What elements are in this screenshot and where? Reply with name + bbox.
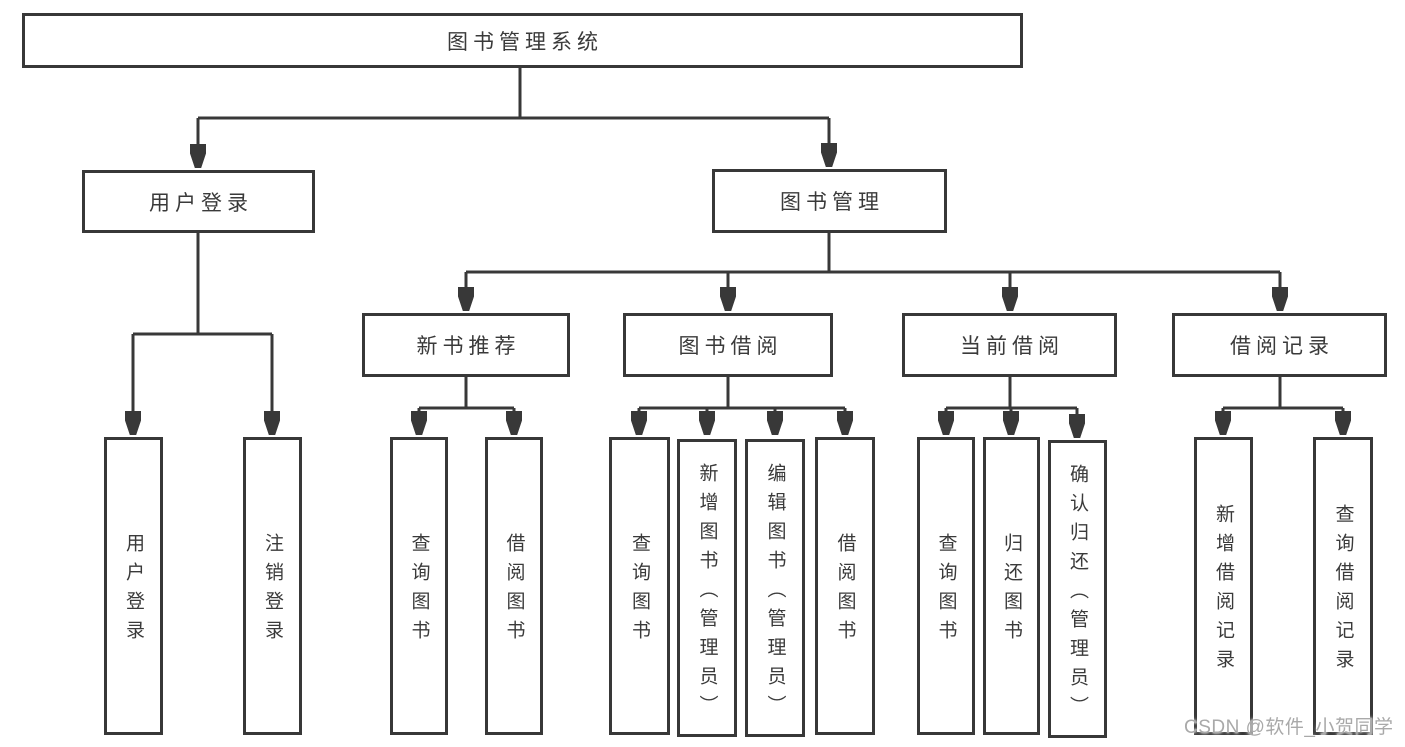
leaf-edit-book-admin-label: 编辑图书（管理员） bbox=[764, 462, 786, 724]
leaf-query-books-borrow-label: 查询图书 bbox=[629, 533, 650, 649]
node-borrow-record-label: 借阅记录 bbox=[1230, 335, 1334, 358]
leaf-edit-book-admin: 编辑图书（管理员） bbox=[745, 439, 805, 737]
leaf-query-books-recommend-label: 查询图书 bbox=[408, 533, 430, 649]
leaf-query-books-recommend: 查询图书 bbox=[390, 437, 448, 735]
leaf-borrow-books-label: 借阅图书 bbox=[834, 533, 856, 649]
node-root: 图书管理系统 bbox=[22, 13, 1023, 68]
leaf-query-borrow-record: 查询借阅记录 bbox=[1313, 437, 1373, 735]
csdn-watermark: CSDN @软件_小贺同学 bbox=[1184, 717, 1394, 738]
node-user-login: 用户登录 bbox=[82, 170, 315, 233]
leaf-borrow-books-recommend: 借阅图书 bbox=[485, 437, 543, 735]
node-book-borrow-label: 图书借阅 bbox=[678, 335, 783, 358]
connector-bus bbox=[133, 68, 1343, 410]
leaf-query-books-current-label: 查询图书 bbox=[935, 533, 957, 649]
leaf-return-book: 归还图书 bbox=[983, 437, 1040, 735]
leaf-add-book-admin-label: 新增图书（管理员） bbox=[696, 462, 718, 724]
leaf-user-login: 用户登录 bbox=[104, 437, 163, 735]
leaf-confirm-return-admin: 确认归还（管理员） bbox=[1048, 440, 1107, 738]
node-current-borrow-label: 当前借阅 bbox=[960, 335, 1064, 358]
node-borrow-record: 借阅记录 bbox=[1172, 313, 1387, 377]
leaf-return-book-label: 归还图书 bbox=[1001, 533, 1022, 649]
leaf-query-books-borrow: 查询图书 bbox=[609, 437, 670, 735]
leaf-user-login-label: 用户登录 bbox=[123, 533, 144, 649]
leaf-borrow-books-recommend-label: 借阅图书 bbox=[503, 533, 525, 649]
node-root-label: 图书管理系统 bbox=[447, 30, 603, 54]
leaf-confirm-return-admin-label: 确认归还（管理员） bbox=[1067, 463, 1088, 725]
node-user-login-label: 用户登录 bbox=[149, 191, 253, 215]
leaf-add-book-admin: 新增图书（管理员） bbox=[677, 439, 737, 737]
leaf-add-borrow-record: 新增借阅记录 bbox=[1194, 437, 1253, 735]
leaf-query-books-current: 查询图书 bbox=[917, 437, 975, 735]
leaf-logout-login-label: 注销登录 bbox=[262, 533, 283, 649]
leaf-query-borrow-record-label: 查询借阅记录 bbox=[1332, 504, 1354, 678]
leaf-add-borrow-record-label: 新增借阅记录 bbox=[1213, 504, 1234, 678]
node-book-management: 图书管理 bbox=[712, 169, 947, 233]
node-book-borrow: 图书借阅 bbox=[623, 313, 833, 377]
node-new-book-recommend: 新书推荐 bbox=[362, 313, 570, 377]
node-new-book-recommend-label: 新书推荐 bbox=[416, 335, 521, 358]
leaf-logout-login: 注销登录 bbox=[243, 437, 302, 735]
node-book-management-label: 图书管理 bbox=[780, 191, 884, 214]
node-current-borrow: 当前借阅 bbox=[902, 313, 1117, 377]
leaf-borrow-books: 借阅图书 bbox=[815, 437, 875, 735]
